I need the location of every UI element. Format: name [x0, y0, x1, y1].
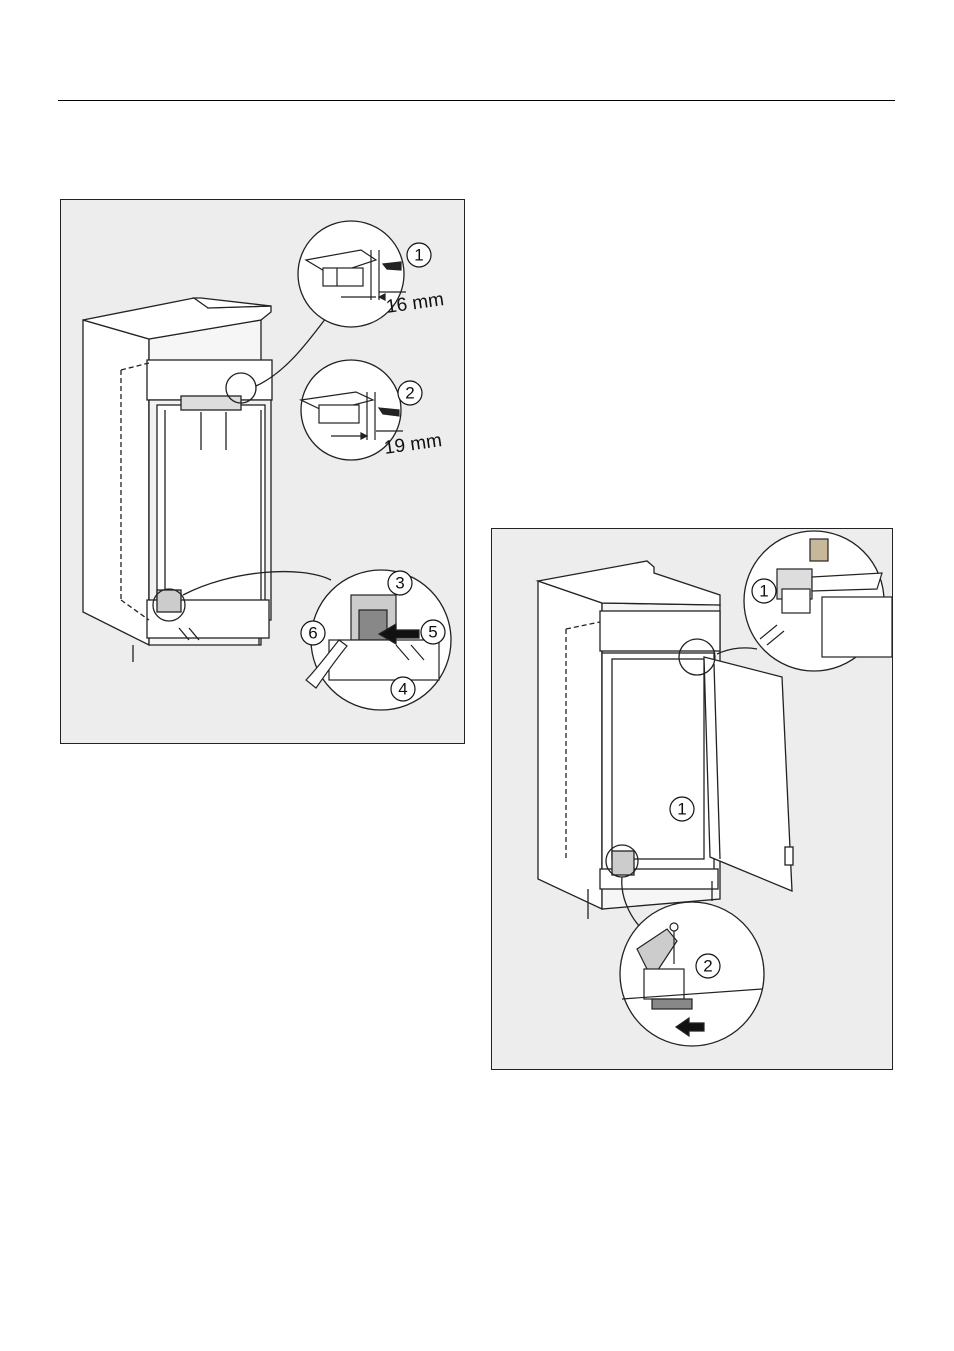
- callout-1-top: 1: [759, 582, 768, 601]
- callout-2: 2: [703, 957, 712, 976]
- callout-2: 2: [405, 384, 414, 403]
- callout-3: 3: [395, 574, 404, 593]
- callout-6: 6: [308, 624, 317, 643]
- callout-1-lower: 1: [677, 800, 686, 819]
- cabinet-drawing: [83, 298, 272, 662]
- figure-door-mounting: 1 1 2: [491, 528, 893, 1070]
- callout-5: 5: [428, 623, 437, 642]
- cabinet-hinge-illustration: 1 2 3 4 5 6 16 mm 19 mm: [61, 200, 465, 744]
- callout-1: 1: [414, 246, 423, 265]
- figure-hinge-adjustment: 1 2 3 4 5 6 16 mm 19 mm: [60, 199, 465, 744]
- header-rule: [58, 100, 895, 101]
- cabinet-door-illustration: 1 1 2: [492, 529, 893, 1070]
- callout-4: 4: [398, 680, 407, 699]
